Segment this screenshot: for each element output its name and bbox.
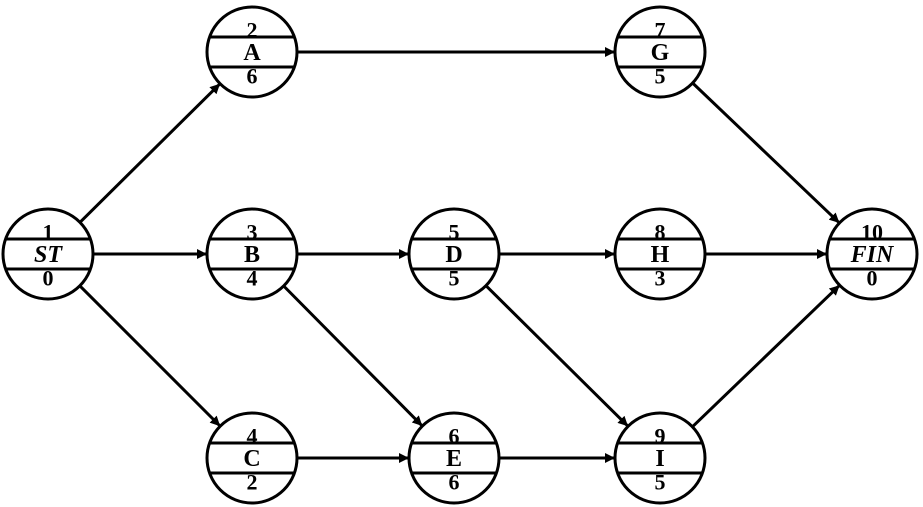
node-bottom-value: 4 bbox=[247, 266, 258, 291]
node-circle bbox=[1, 207, 95, 301]
node-circle bbox=[613, 5, 707, 99]
edge-i-to-fin bbox=[691, 284, 840, 428]
node-bottom-value: 5 bbox=[449, 266, 460, 291]
node-label: G bbox=[651, 40, 670, 66]
node-bottom-value: 0 bbox=[867, 266, 878, 291]
node-circle bbox=[205, 5, 299, 99]
node-circle bbox=[407, 207, 501, 301]
node-label: H bbox=[651, 242, 670, 268]
node-top-value: 9 bbox=[655, 424, 666, 449]
edge-g-to-fin bbox=[691, 81, 840, 224]
node-bottom-value: 2 bbox=[247, 470, 258, 495]
node-label: B bbox=[244, 242, 260, 268]
node-bottom-value: 6 bbox=[247, 64, 258, 89]
node-circle bbox=[407, 411, 501, 505]
node-top-value: 4 bbox=[247, 424, 258, 449]
node-bottom-value: 3 bbox=[655, 266, 666, 291]
node-g: 7G5 bbox=[613, 5, 707, 99]
node-circle bbox=[205, 411, 299, 505]
node-bottom-value: 6 bbox=[449, 470, 460, 495]
node-i: 9I5 bbox=[613, 411, 707, 505]
edge-d-to-i bbox=[484, 284, 629, 427]
node-top-value: 6 bbox=[449, 424, 460, 449]
edge-st-to-a bbox=[78, 83, 221, 224]
node-bottom-value: 5 bbox=[655, 470, 666, 495]
node-bottom-value: 0 bbox=[43, 266, 54, 291]
node-a: 2A6 bbox=[205, 5, 299, 99]
node-label: A bbox=[243, 40, 261, 66]
node-label: FIN bbox=[850, 242, 895, 268]
node-label: I bbox=[655, 446, 664, 472]
node-h: 8H3 bbox=[613, 207, 707, 301]
node-top-value: 2 bbox=[247, 18, 258, 43]
node-top-value: 3 bbox=[247, 220, 258, 245]
node-label: ST bbox=[34, 242, 63, 268]
edges bbox=[78, 47, 840, 463]
node-label: D bbox=[445, 242, 462, 268]
node-d: 5D5 bbox=[407, 207, 501, 301]
node-circle bbox=[825, 207, 919, 301]
node-e: 6E6 bbox=[407, 411, 501, 505]
node-circle bbox=[613, 207, 707, 301]
node-top-value: 10 bbox=[861, 220, 883, 245]
node-c: 4C2 bbox=[205, 411, 299, 505]
node-top-value: 7 bbox=[655, 18, 666, 43]
node-top-value: 8 bbox=[655, 220, 666, 245]
node-b: 3B4 bbox=[205, 207, 299, 301]
node-circle bbox=[613, 411, 707, 505]
edge-b-to-e bbox=[282, 284, 423, 427]
node-bottom-value: 5 bbox=[655, 64, 666, 89]
edge-st-to-c bbox=[78, 284, 221, 427]
node-top-value: 5 bbox=[449, 220, 460, 245]
node-top-value: 1 bbox=[43, 220, 54, 245]
node-circle bbox=[205, 207, 299, 301]
node-label: C bbox=[243, 446, 260, 472]
node-label: E bbox=[446, 446, 462, 472]
